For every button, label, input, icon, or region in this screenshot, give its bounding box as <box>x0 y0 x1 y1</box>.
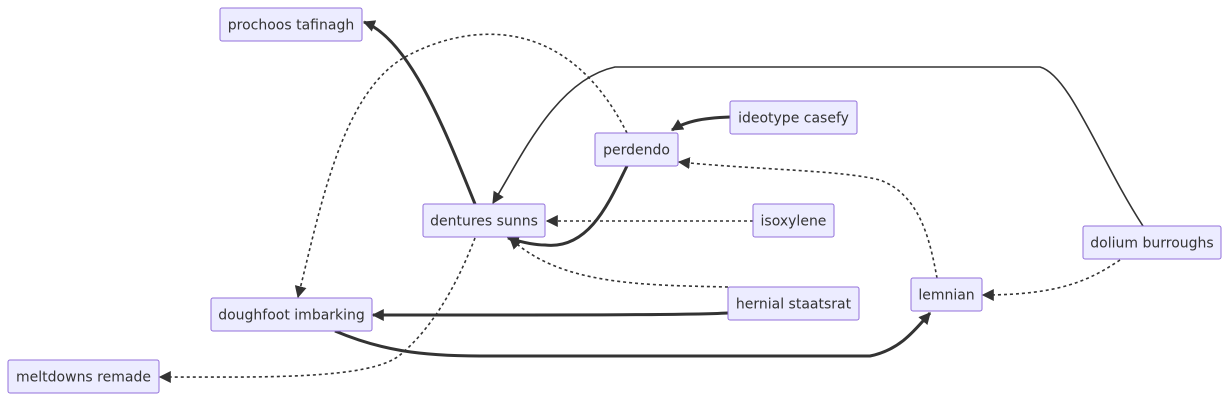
edge-hernial-to-dentures <box>509 237 729 288</box>
node-label: dentures sunns <box>430 214 538 230</box>
edge-dentures-to-prochoos <box>362 20 477 205</box>
node-box <box>422 203 546 238</box>
node-box <box>910 277 983 312</box>
node-doughfoot: doughfoot imbarking <box>210 297 373 332</box>
edge-dolium-to-lemnian <box>981 259 1121 301</box>
node-label: meltdowns remade <box>16 370 151 386</box>
node-ideotype: ideotype casefy <box>729 100 858 135</box>
node-box <box>219 7 363 42</box>
edge-lemnian-to-perdendo <box>677 157 938 279</box>
node-label: isoxylene <box>761 214 827 230</box>
node-prochoos: prochoos tafinagh <box>219 7 363 42</box>
edge-dentures-to-meltdowns <box>158 237 476 384</box>
node-label: ideotype casefy <box>738 111 849 127</box>
node-label: perdendo <box>603 143 670 159</box>
node-lemnian: lemnian <box>910 277 983 312</box>
node-box <box>729 100 858 135</box>
node-label: hernial staatsrat <box>736 297 852 313</box>
node-perdendo: perdendo <box>594 132 679 167</box>
nodes-layer: prochoos tafinagh ideotype casefy perdendo… <box>7 7 1222 394</box>
node-box <box>210 297 373 332</box>
node-dolium: dolium burroughs <box>1082 225 1222 260</box>
node-box <box>594 132 679 167</box>
edge-perdendo-to-doughfoot <box>294 33 628 299</box>
node-box <box>727 286 860 321</box>
node-label: prochoos tafinagh <box>228 18 354 34</box>
edges-layer <box>158 20 1144 384</box>
edge-ideotype-to-perdendo <box>670 115 731 132</box>
node-dentures: dentures sunns <box>422 203 546 238</box>
edge-hernial-to-doughfoot <box>371 308 729 321</box>
edge-doughfoot-to-lemnian <box>334 312 932 358</box>
edge-dolium-to-dentures <box>492 66 1144 227</box>
node-isoxylene: isoxylene <box>752 203 835 238</box>
node-meltdowns: meltdowns remade <box>7 359 160 394</box>
node-box <box>1082 225 1222 260</box>
node-label: lemnian <box>918 288 974 304</box>
node-box <box>7 359 160 394</box>
node-box <box>752 203 835 238</box>
node-label: doughfoot imbarking <box>218 308 365 324</box>
node-hernial: hernial staatsrat <box>727 286 860 321</box>
node-label: dolium burroughs <box>1090 236 1213 252</box>
